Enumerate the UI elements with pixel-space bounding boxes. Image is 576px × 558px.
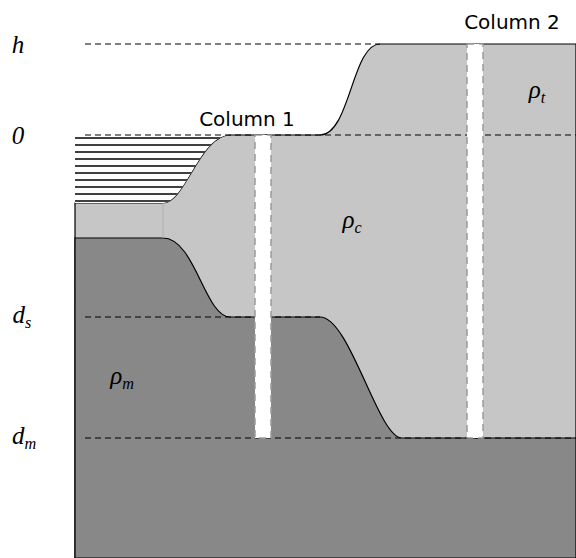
density-label: ρt — [529, 77, 546, 106]
level-label: h — [12, 32, 25, 57]
water — [75, 135, 240, 203]
columns — [255, 44, 483, 438]
level-label: dm — [12, 423, 36, 452]
density-label: ρc — [342, 207, 361, 236]
density-label: ρm — [110, 363, 134, 392]
level-label: ds — [13, 302, 32, 331]
mantle — [75, 238, 576, 558]
crust — [75, 44, 576, 558]
level-label: 0 — [12, 123, 25, 148]
reference-lines — [85, 44, 576, 438]
column-label: Column 2 — [464, 12, 560, 32]
column-label: Column 1 — [197, 109, 297, 129]
